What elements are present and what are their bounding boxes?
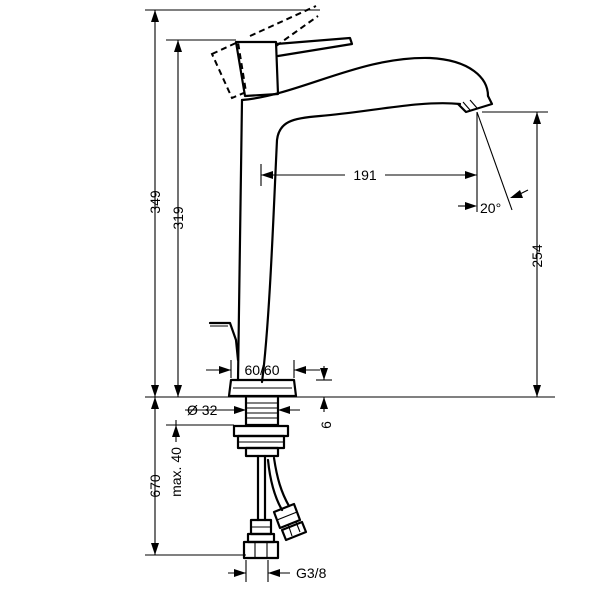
pop-up-rod bbox=[208, 321, 240, 362]
dim-label-max-40: max. 40 bbox=[168, 447, 184, 497]
dim-label-60-60: 60/60 bbox=[244, 362, 279, 378]
dim-label-20-degrees: 20° bbox=[480, 200, 501, 216]
dim-label-191: 191 bbox=[353, 167, 377, 183]
dim-hole-diameter: Ø 32 bbox=[185, 402, 300, 418]
dim-connection-thread: G3/8 bbox=[228, 560, 327, 582]
threaded-shank bbox=[232, 396, 290, 458]
dim-max-thickness: max. 40 bbox=[166, 420, 234, 497]
dim-label-319: 319 bbox=[170, 206, 186, 230]
faucet-body bbox=[227, 56, 494, 398]
supply-hose-right bbox=[266, 456, 308, 542]
supply-hose-left bbox=[242, 454, 280, 560]
dim-base-size: 60/60 bbox=[206, 360, 320, 378]
dim-label-hole-diameter: Ø 32 bbox=[187, 402, 218, 418]
dim-label-6: 6 bbox=[318, 421, 334, 429]
dim-spout-angle: 20° bbox=[458, 111, 529, 216]
dim-outlet-height: 254 bbox=[482, 111, 548, 397]
dim-total-height: 349 bbox=[145, 9, 320, 397]
dim-label-670: 670 bbox=[147, 474, 163, 498]
handle bbox=[210, 5, 354, 100]
dim-spout-height: 319 bbox=[166, 39, 236, 397]
dim-label-254: 254 bbox=[529, 244, 545, 268]
dim-hose-length: 670 bbox=[145, 397, 246, 556]
dim-label-349: 349 bbox=[147, 190, 163, 214]
dim-label-g3-8: G3/8 bbox=[296, 565, 327, 581]
dim-base-step: 6 bbox=[316, 366, 334, 429]
dim-spout-reach: 191 bbox=[260, 164, 477, 186]
